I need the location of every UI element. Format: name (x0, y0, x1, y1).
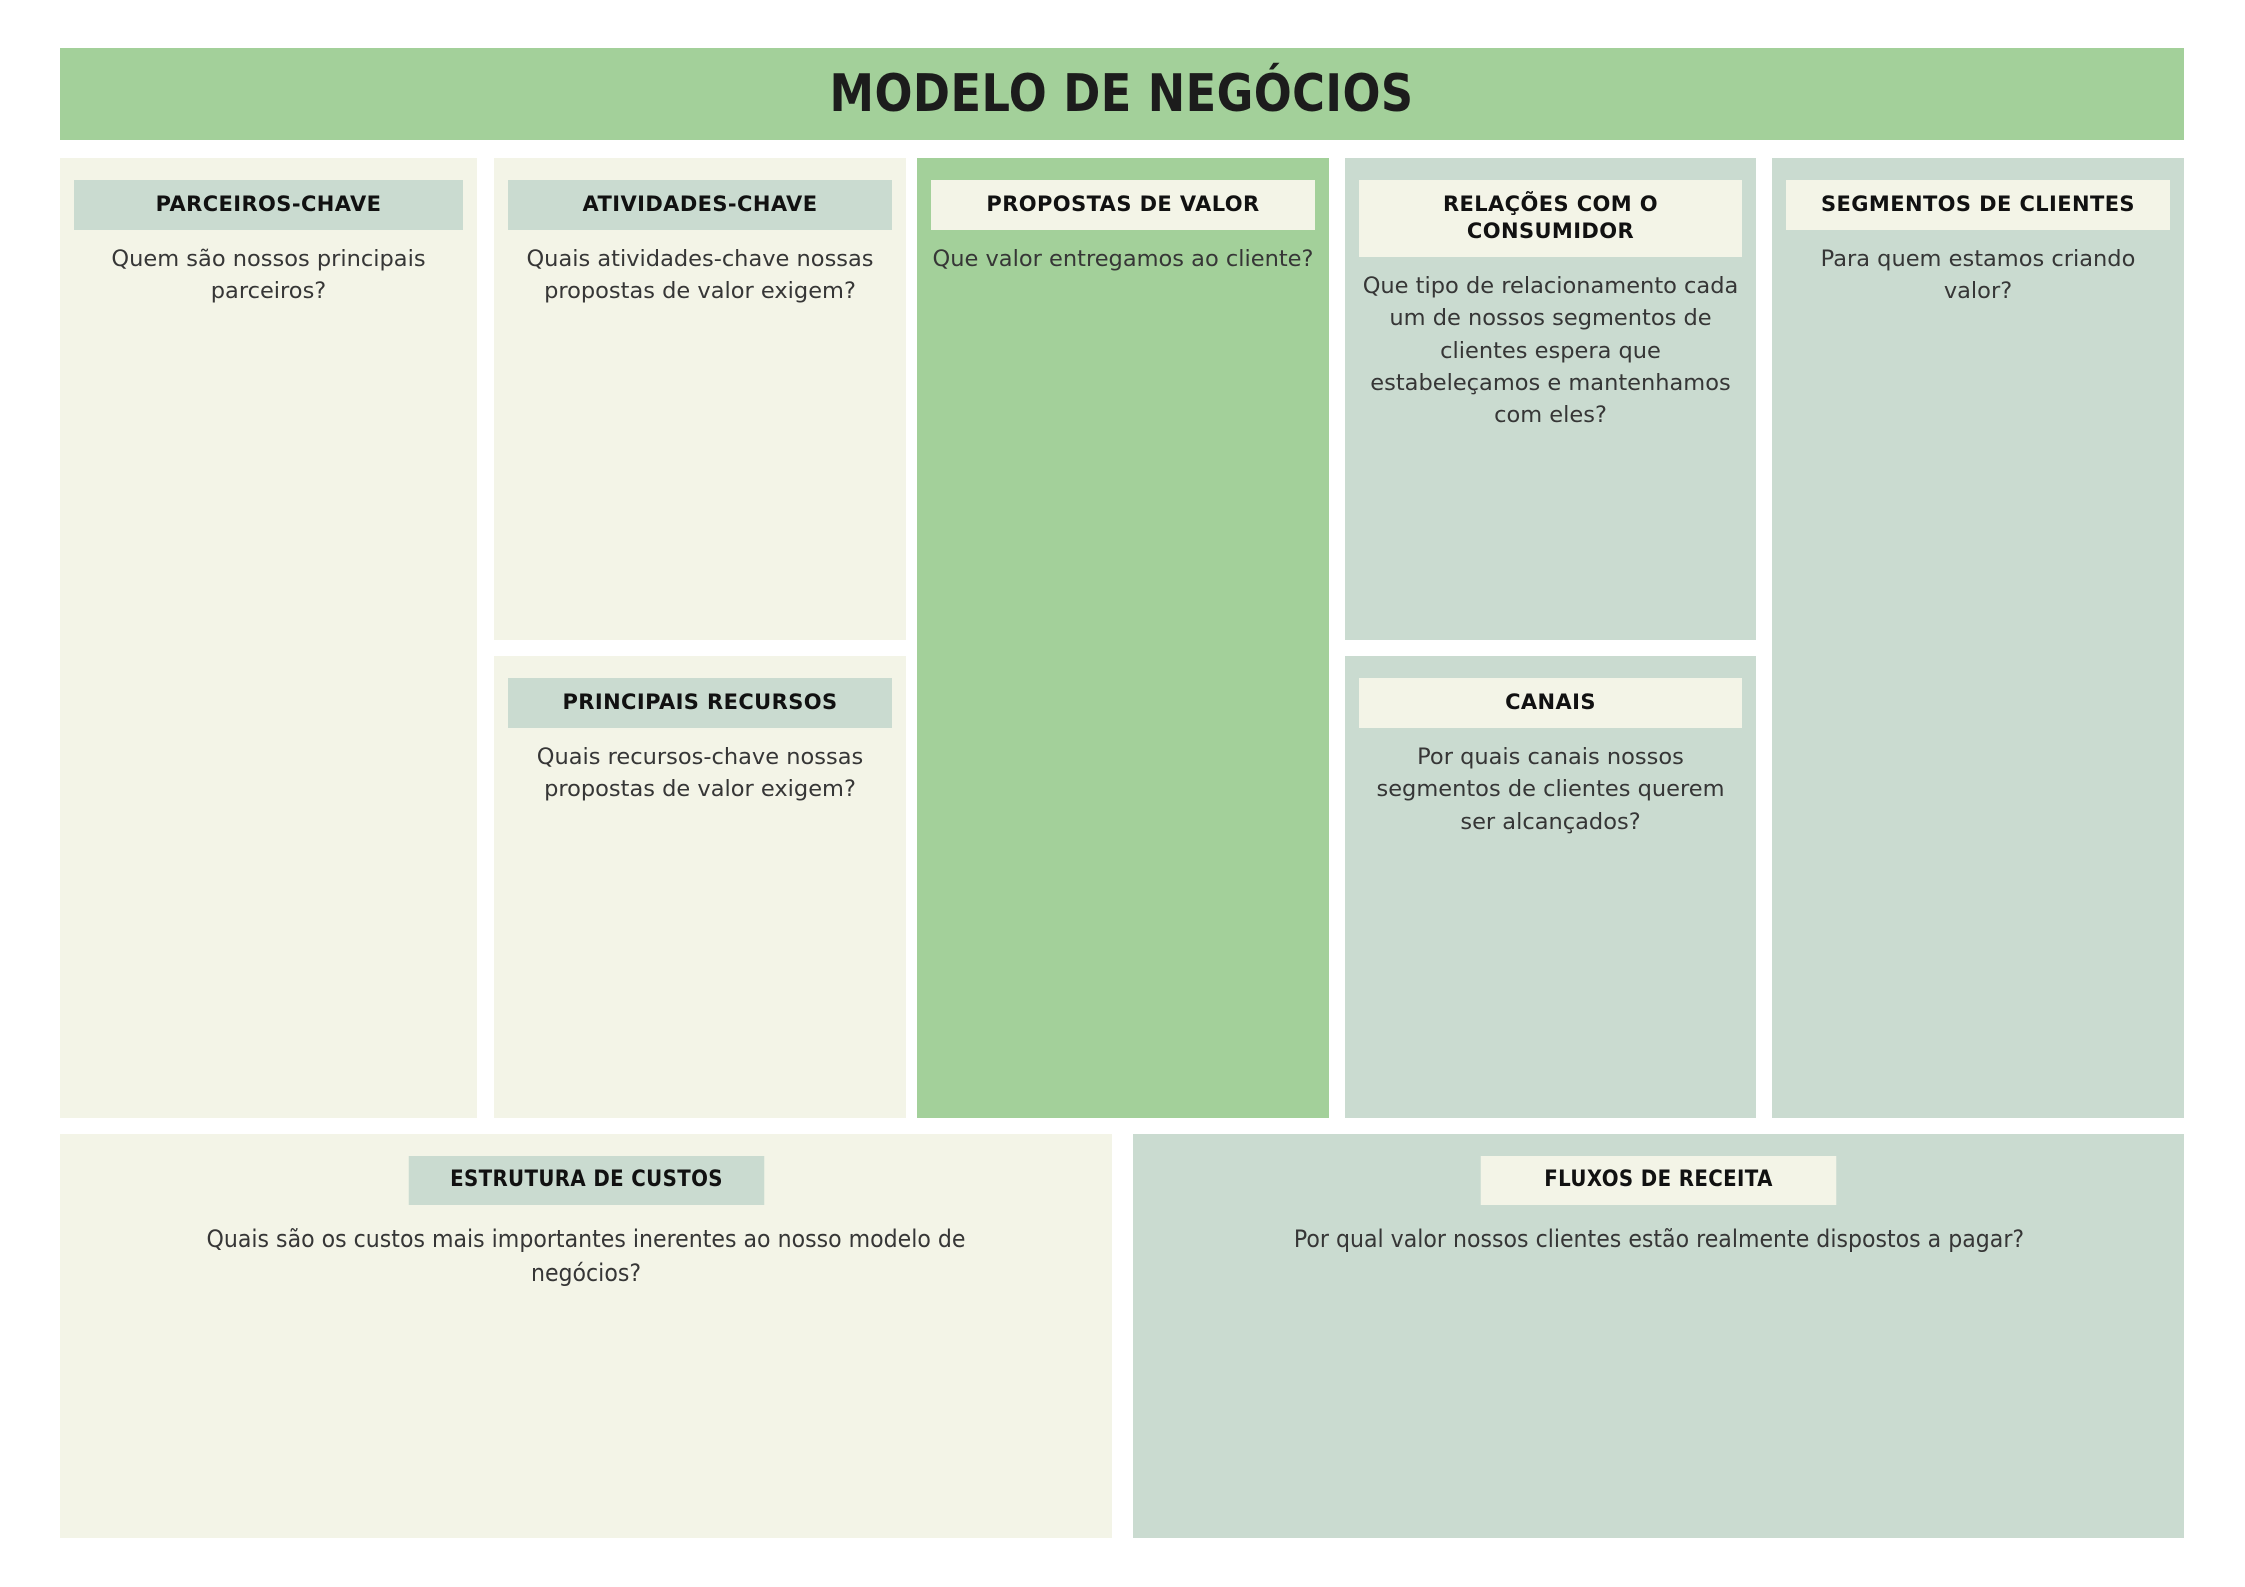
page-title: MODELO DE NEGÓCIOS (829, 64, 1415, 124)
block-prompt-customer-relationships: Que tipo de relacionamento cada um de no… (1362, 272, 1739, 429)
block-prompt-channels: Por quais canais nossos segmentos de cli… (1376, 743, 1725, 835)
block-prompt-customer-segments: Para quem estamos criando valor? (1820, 245, 2136, 305)
block-prompt-key-partners: Quem são nossos principais parceiros? (111, 245, 426, 305)
block-key-partners[interactable]: PARCEIROS-CHAVE Quem são nossos principa… (60, 158, 477, 1118)
block-customer-segments[interactable]: SEGMENTOS DE CLIENTES Para quem estamos … (1772, 158, 2184, 1118)
block-prompt-key-resources: Quais recursos-chave nossas propostas de… (536, 743, 864, 803)
block-title-cost-structure: ESTRUTURA DE CUSTOS (408, 1156, 764, 1206)
block-prompt-value-propositions: Que valor entregamos ao cliente? (932, 245, 1314, 272)
block-cost-structure[interactable]: ESTRUTURA DE CUSTOS Quais são os custos … (60, 1134, 1112, 1538)
block-title-key-partners: PARCEIROS-CHAVE (74, 180, 463, 230)
block-title-customer-segments: SEGMENTOS DE CLIENTES (1786, 180, 2170, 230)
block-revenue-streams[interactable]: FLUXOS DE RECEITA Por qual valor nossos … (1133, 1134, 2184, 1538)
block-channels[interactable]: CANAIS Por quais canais nossos segmentos… (1345, 656, 1756, 1118)
block-title-key-resources: PRINCIPAIS RECURSOS (508, 678, 892, 728)
block-prompt-key-activities: Quais atividades-chave nossas propostas … (526, 245, 874, 305)
block-title-channels: CANAIS (1359, 678, 1742, 728)
canvas-title-banner: MODELO DE NEGÓCIOS (60, 48, 2184, 140)
block-title-key-activities: ATIVIDADES-CHAVE (508, 180, 892, 230)
block-customer-relationships[interactable]: RELAÇÕES COM O CONSUMIDOR Que tipo de re… (1345, 158, 1756, 640)
block-prompt-cost-structure: Quais são os custos mais importantes ine… (206, 1225, 966, 1288)
block-title-revenue-streams: FLUXOS DE RECEITA (1480, 1156, 1837, 1206)
block-key-resources[interactable]: PRINCIPAIS RECURSOS Quais recursos-chave… (494, 656, 906, 1118)
block-title-value-propositions: PROPOSTAS DE VALOR (931, 180, 1315, 230)
block-key-activities[interactable]: ATIVIDADES-CHAVE Quais atividades-chave … (494, 158, 906, 640)
block-title-customer-relationships: RELAÇÕES COM O CONSUMIDOR (1359, 180, 1742, 257)
block-prompt-revenue-streams: Por qual valor nossos clientes estão rea… (1293, 1225, 2024, 1254)
block-value-propositions[interactable]: PROPOSTAS DE VALOR Que valor entregamos … (917, 158, 1329, 1118)
